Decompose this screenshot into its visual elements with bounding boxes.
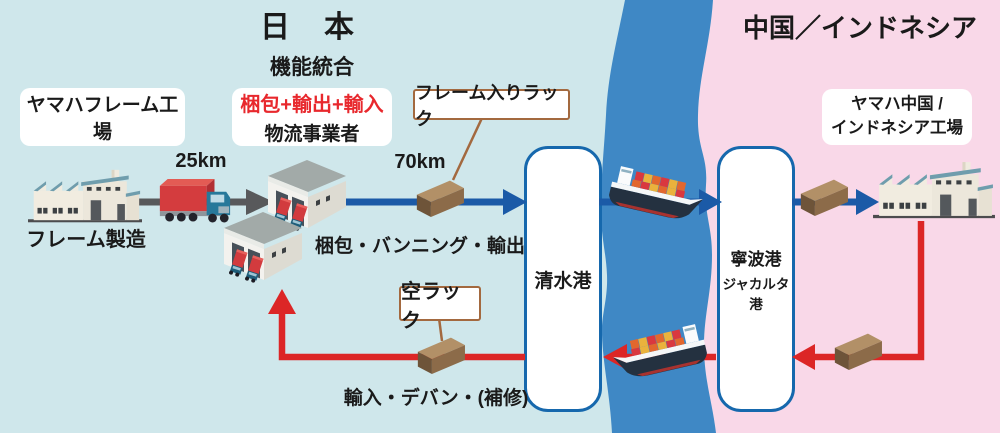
cargo-ship-icon xyxy=(612,324,707,377)
region-title-japan: 日 本 xyxy=(260,11,356,44)
integration-heading: 機能統合 xyxy=(270,56,354,79)
empty-rack-label: 空ラック xyxy=(401,280,461,332)
warehouse-icon xyxy=(224,160,346,283)
frame-manufacturing-caption: フレーム製造 xyxy=(26,229,146,251)
distance-25km: 25km xyxy=(175,150,227,172)
cargo-ship-icon xyxy=(609,166,704,219)
logistics-operator-box: 梱包+輸出+輸入 物流事業者 xyxy=(232,88,392,146)
distance-70km: 70km xyxy=(394,151,446,173)
port-shimizu-label: 清水港 xyxy=(534,270,592,292)
japan-factory-name: ヤマハフレーム工場 xyxy=(26,95,179,143)
empty-rack-tag: 空ラック xyxy=(399,281,481,332)
loaded-rack-callout-line xyxy=(451,117,484,181)
rack-crate-icon xyxy=(834,333,882,371)
loaded-rack-label: フレーム入りラック xyxy=(415,82,559,129)
rack-crate-icon xyxy=(417,337,465,375)
overseas-factory-name-line1: ヤマハ中国 / xyxy=(851,95,943,114)
truck-icon xyxy=(159,179,231,223)
overseas-factory-label-box: ヤマハ中国 / インドネシア工場 xyxy=(822,89,972,145)
empty-rack-callout-line xyxy=(437,317,444,342)
port-ningbo-label: 寧波港 xyxy=(730,250,782,269)
loaded-rack-tag: フレーム入りラック xyxy=(413,83,570,129)
inbound-process-caption: 輸入・デバン・(補修) xyxy=(343,388,529,409)
region-title-overseas: 中国／インドネシア xyxy=(742,13,978,43)
logistics-operator-label: 物流事業者 xyxy=(264,124,360,145)
integrated-functions-label: 梱包+輸出+輸入 xyxy=(240,94,384,116)
overseas-factory-name-line2: インドネシア工場 xyxy=(831,119,963,137)
rack-crate-icon xyxy=(416,180,464,218)
port-box-ningbo-jakarta: 寧波港 ジャカルタ港 xyxy=(717,146,795,412)
japan-factory-label-box: ヤマハフレーム工場 xyxy=(20,88,185,146)
outbound-process-caption: 梱包・バンニング・輸出 xyxy=(315,236,525,257)
port-jakarta-label: ジャカルタ港 xyxy=(722,277,790,312)
port-box-shimizu: 清水港 xyxy=(524,146,602,412)
sea-band xyxy=(600,0,716,433)
factory-icon xyxy=(873,162,995,219)
rack-crate-icon xyxy=(800,179,848,217)
factory-icon xyxy=(28,169,142,223)
